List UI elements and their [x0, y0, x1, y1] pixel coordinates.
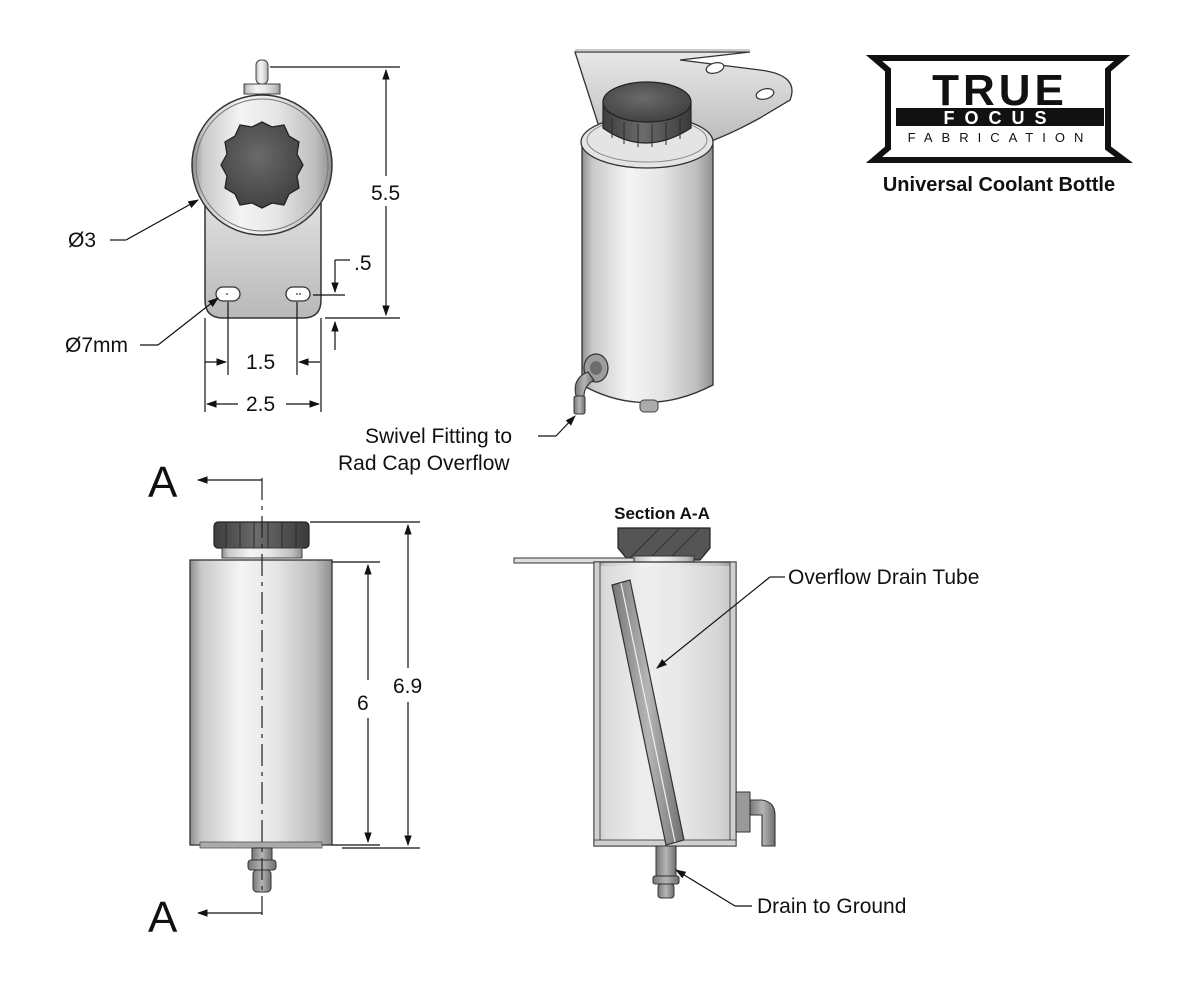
- body-height-dimension: 6: [357, 692, 369, 715]
- cap-icon: [220, 121, 304, 209]
- section-title: Section A-A: [614, 504, 710, 523]
- brand-line1: TRUE: [932, 66, 1068, 115]
- section-marker-top: A: [148, 458, 178, 507]
- brand-logo: TRUE FOCUS FABRICATION: [865, 55, 1133, 163]
- diameter-label: Ø3: [68, 229, 96, 252]
- front-view: A A 6 6.9: [148, 458, 422, 942]
- fitting-label-line2: Rad Cap Overflow: [338, 452, 510, 475]
- drain-to-ground-label: Drain to Ground: [757, 895, 906, 918]
- hole-spacing-dimension: 1.5: [246, 351, 275, 374]
- product-title: Universal Coolant Bottle: [883, 174, 1115, 196]
- hole-offset-dimension: .5: [354, 252, 372, 275]
- brand-line3: FABRICATION: [908, 130, 1093, 145]
- bracket-width-dimension: 2.5: [246, 393, 275, 416]
- drain-tube-label: Overflow Drain Tube: [788, 566, 979, 589]
- overall-height-dimension: 6.9: [393, 675, 422, 698]
- brand-line2: FOCUS: [944, 108, 1057, 128]
- fitting-label-line1: Swivel Fitting to: [365, 425, 512, 448]
- height-dimension: 5.5: [371, 182, 400, 205]
- isometric-view: Swivel Fitting to Rad Cap Overflow: [338, 49, 793, 475]
- hole-diameter-label: Ø7mm: [65, 334, 128, 357]
- top-view: 5.5 .5 Ø3 Ø7mm 1.5 2.5: [65, 59, 400, 416]
- section-marker-bottom: A: [148, 893, 178, 942]
- section-view: Section A-A Overflow Drain Tu: [513, 504, 979, 918]
